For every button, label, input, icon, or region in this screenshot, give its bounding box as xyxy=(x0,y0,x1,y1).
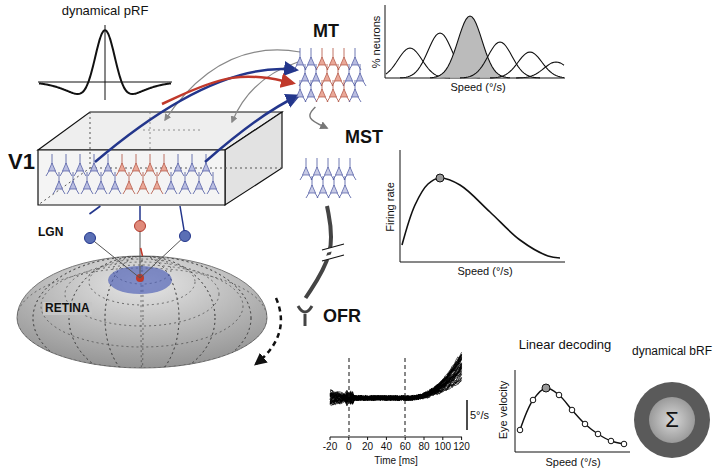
node-label: MST xyxy=(345,128,383,148)
node-region: RETINA xyxy=(15,256,270,372)
lgn-cells xyxy=(85,206,191,278)
plot-title: Linear decoding xyxy=(519,338,612,352)
mt-histogram xyxy=(385,5,565,78)
tick-label: 80 xyxy=(418,441,429,452)
scale-label: 5°/s xyxy=(470,409,489,421)
tick-label: -20 xyxy=(323,441,337,452)
connector xyxy=(89,206,100,214)
prf-plot xyxy=(38,25,172,100)
tick-label: 20 xyxy=(362,441,373,452)
axis-label: Speed (°/s) xyxy=(450,81,505,93)
tick-label: 120 xyxy=(453,441,470,452)
connector xyxy=(141,248,143,256)
node-region: OFR xyxy=(295,298,365,334)
feedforward-path xyxy=(205,96,298,162)
axis-label: Firing rate xyxy=(384,182,396,232)
node-label: RETINA xyxy=(43,302,92,315)
feedback-arrow xyxy=(165,50,300,120)
node-label: LGN xyxy=(38,226,63,239)
mst-cells xyxy=(300,158,356,198)
eye-movement-arrow xyxy=(256,298,281,364)
mt-cells xyxy=(294,48,366,102)
mst-tuning xyxy=(400,150,565,262)
tick-label: 100 xyxy=(434,441,451,452)
node-region: dynamical bRF Σ xyxy=(625,342,720,464)
node-label: Σ xyxy=(665,408,679,432)
node-region: V1 xyxy=(8,104,288,206)
node-region: LGN xyxy=(35,214,200,248)
connector xyxy=(310,107,327,128)
axis-label: Time [ms] xyxy=(374,455,418,466)
node-label: dynamical bRF xyxy=(632,345,712,358)
axis-label: Speed (°/s) xyxy=(457,265,512,277)
tick-label: 60 xyxy=(400,441,411,452)
node-region: MST xyxy=(300,128,390,206)
axis-label: Eye velocity xyxy=(497,381,509,440)
ofr-traces xyxy=(330,352,467,440)
connector xyxy=(162,77,293,104)
node-region: MT xyxy=(293,22,373,107)
synapse xyxy=(298,306,312,326)
axis-label: % neurons xyxy=(370,16,382,69)
axis-label: Speed (°/s) xyxy=(545,456,600,468)
node-label: MT xyxy=(313,22,339,42)
tick-label: 0 xyxy=(346,441,352,452)
retina-dome xyxy=(17,256,267,380)
node-label: OFR xyxy=(323,307,361,327)
node-label: V1 xyxy=(8,150,35,174)
break-mark xyxy=(322,244,344,261)
tick-label: 40 xyxy=(381,441,392,452)
v1-slab xyxy=(38,112,282,205)
decoding-plot xyxy=(515,370,630,452)
brf-disc xyxy=(634,382,710,458)
plot-title: dynamical pRF xyxy=(62,4,149,18)
